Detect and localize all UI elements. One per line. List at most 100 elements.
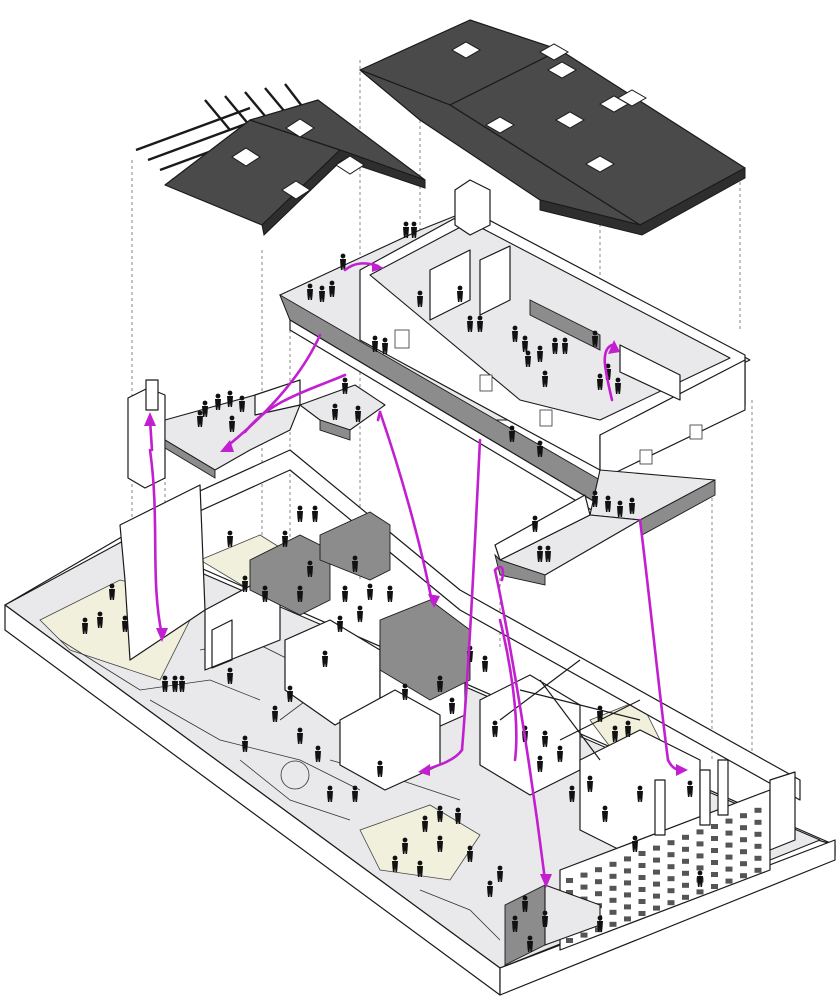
person-silhouette xyxy=(629,497,635,514)
person-silhouette xyxy=(612,725,618,742)
person-silhouette xyxy=(340,253,346,270)
person-silhouette xyxy=(342,585,348,602)
lattice-opening xyxy=(624,856,631,862)
skylight xyxy=(616,89,648,107)
lattice-opening xyxy=(682,846,689,852)
person-silhouette xyxy=(387,585,393,602)
person-silhouette xyxy=(512,915,518,932)
person-silhouette xyxy=(297,585,303,602)
lattice-opening xyxy=(653,893,660,899)
person-silhouette xyxy=(437,835,443,852)
lattice-opening xyxy=(566,938,573,943)
skylight xyxy=(450,41,482,59)
roof-right xyxy=(359,19,746,236)
person-silhouette xyxy=(172,675,178,692)
person-silhouette xyxy=(597,705,603,722)
person-silhouette xyxy=(602,805,608,822)
person-silhouette xyxy=(322,650,328,667)
person-silhouette xyxy=(552,337,558,354)
lattice-opening xyxy=(653,845,660,851)
person-silhouette xyxy=(525,350,531,367)
person-silhouette xyxy=(522,895,528,912)
skylight xyxy=(554,111,586,129)
lattice-opening xyxy=(754,807,762,813)
arrowhead xyxy=(144,412,156,426)
person-silhouette xyxy=(179,675,185,692)
roof-left-eave xyxy=(261,149,426,236)
lattice-opening xyxy=(740,849,747,855)
skylight xyxy=(538,43,570,61)
person-silhouette xyxy=(527,935,533,952)
person-silhouette xyxy=(615,377,621,394)
person-silhouette xyxy=(617,500,623,517)
lattice-opening xyxy=(754,843,762,849)
lattice-opening xyxy=(725,842,733,848)
lattice-opening xyxy=(624,904,631,910)
person-silhouette xyxy=(239,395,245,412)
arrowhead xyxy=(428,594,440,608)
upper-room-right-wall xyxy=(599,359,746,481)
person-silhouette xyxy=(411,221,417,238)
lattice-opening xyxy=(609,861,617,867)
person-silhouette xyxy=(492,720,498,737)
ground-slatted-screen xyxy=(379,599,471,701)
lattice-opening xyxy=(580,932,588,938)
person-silhouette xyxy=(532,515,538,532)
person-silhouette xyxy=(537,440,543,457)
circulation-arrow xyxy=(493,568,547,882)
ground-screen-back xyxy=(319,511,391,581)
lattice-opening xyxy=(609,921,617,927)
person-silhouette xyxy=(687,780,693,797)
lattice-opening xyxy=(725,866,733,872)
person-silhouette xyxy=(287,685,293,702)
lattice-opening xyxy=(638,887,646,892)
lattice-opening xyxy=(638,875,646,880)
person-silhouette xyxy=(512,325,518,342)
person-silhouette xyxy=(542,370,548,387)
person-silhouette xyxy=(402,683,408,700)
lattice-opening xyxy=(754,819,762,825)
person-silhouette xyxy=(312,505,318,522)
arrowhead xyxy=(676,764,688,776)
person-silhouette xyxy=(357,605,363,622)
ground-left-wall xyxy=(119,484,206,661)
lattice-opening xyxy=(653,869,660,875)
person-silhouette xyxy=(282,530,288,547)
person-silhouette xyxy=(332,403,338,420)
lattice-opening xyxy=(711,848,718,853)
person-silhouette xyxy=(487,880,493,897)
person-silhouette xyxy=(467,845,473,862)
person-silhouette xyxy=(162,675,168,692)
upper-low-wall xyxy=(529,299,601,351)
lattice-opening xyxy=(624,892,631,898)
person-silhouette xyxy=(437,675,443,692)
person-silhouette xyxy=(337,615,343,632)
chimney xyxy=(145,379,159,411)
person-silhouette xyxy=(455,807,461,824)
skylight xyxy=(285,118,315,138)
terrace-right-edge xyxy=(319,419,351,441)
people-silhouettes xyxy=(82,221,703,952)
person-silhouette xyxy=(557,745,563,762)
lattice-opening xyxy=(682,858,689,864)
roof-right-eave xyxy=(539,167,746,236)
upper-partition xyxy=(619,344,681,401)
lattice-opening xyxy=(711,884,718,889)
lattice-opening xyxy=(682,834,689,840)
lattice-opening xyxy=(624,868,631,874)
circulation-arrow xyxy=(223,333,322,450)
person-silhouette xyxy=(597,373,603,390)
lattice-opening xyxy=(682,870,689,876)
lattice-opening xyxy=(711,824,718,829)
arrowhead xyxy=(540,874,552,888)
lattice-opening xyxy=(754,855,762,861)
lattice-opening xyxy=(740,861,747,867)
lattice-opening xyxy=(638,863,646,868)
skylight xyxy=(584,155,616,173)
person-silhouette xyxy=(242,575,248,592)
lattice-opening xyxy=(667,864,675,870)
skylight xyxy=(231,147,261,167)
lattice-opening xyxy=(595,867,602,873)
person-silhouette xyxy=(82,617,88,634)
lattice-opening xyxy=(595,879,602,885)
